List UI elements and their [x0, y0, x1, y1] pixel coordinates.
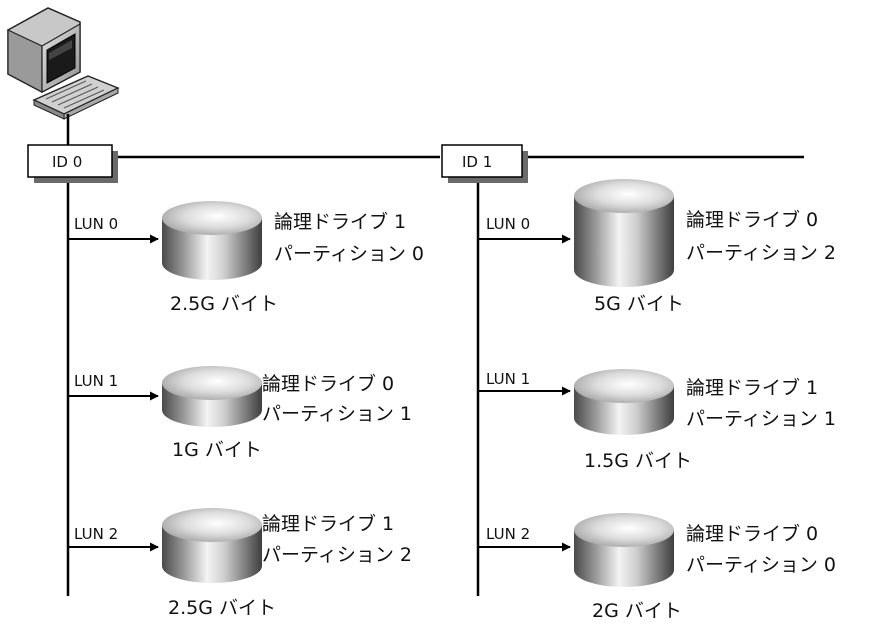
- partition-label: パーティション 2: [262, 544, 412, 566]
- logical-drive-label: 論理ドライブ 0: [686, 208, 818, 231]
- capacity-label: 2.5G バイト: [168, 597, 276, 619]
- lun-label: LUN 0: [486, 215, 530, 233]
- partition-label: パーティション 1: [686, 408, 836, 430]
- logical-drive-label: 論理ドライブ 0: [686, 522, 818, 545]
- capacity-label: 1.5G バイト: [584, 450, 692, 472]
- capacity-label: 2.5G バイト: [170, 293, 278, 315]
- disk-cylinder-icon: [162, 366, 262, 427]
- disk-cylinder-icon: [162, 201, 262, 280]
- lun-branch: LUN 0: [68, 215, 159, 244]
- lun-label: LUN 0: [74, 215, 118, 233]
- lun-label: LUN 2: [74, 525, 118, 543]
- lun-branch: LUN 1: [478, 370, 571, 396]
- computer-workstation-icon: [7, 7, 120, 120]
- lun-branch: LUN 2: [478, 525, 571, 552]
- target-id-label: ID 0: [52, 153, 82, 171]
- logical-drive-label: 論理ドライブ 1: [274, 210, 406, 233]
- lun-branch: LUN 0: [478, 215, 571, 244]
- disk-cylinder-icon: [574, 513, 674, 587]
- logical-drive-label: 論理ドライブ 0: [262, 372, 394, 395]
- target-id-label: ID 1: [462, 153, 492, 171]
- logical-drive-label: 論理ドライブ 1: [262, 512, 394, 535]
- capacity-label: 1G バイト: [172, 439, 262, 461]
- partition-label: パーティション 0: [686, 554, 836, 576]
- disk-cylinder-icon: [162, 508, 262, 583]
- target-id0: ID 0: [27, 144, 118, 183]
- disk-cylinder-icon: [574, 179, 674, 287]
- lun-label: LUN 1: [74, 372, 118, 390]
- lun-branch: LUN 1: [68, 372, 159, 401]
- logical-drive-label: 論理ドライブ 1: [686, 376, 818, 399]
- capacity-label: 5G バイト: [594, 293, 684, 315]
- lun-branch: LUN 2: [68, 525, 159, 552]
- partition-label: パーティション 1: [262, 403, 412, 425]
- partition-label: パーティション 2: [686, 242, 836, 264]
- capacity-label: 2G バイト: [592, 600, 682, 622]
- partition-label: パーティション 0: [274, 243, 424, 265]
- disk-cylinder-icon: [574, 369, 674, 435]
- target-id1: ID 1: [441, 144, 528, 183]
- lun-label: LUN 1: [486, 370, 530, 388]
- lun-label: LUN 2: [486, 525, 530, 543]
